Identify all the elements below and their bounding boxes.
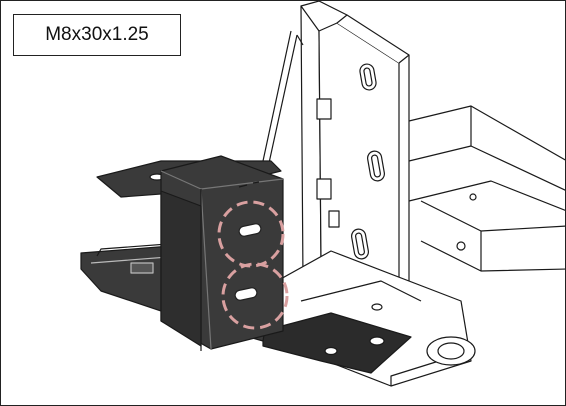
lower-bolt-hole-highlight (221, 262, 289, 330)
side-strut (262, 30, 304, 164)
receiver-tube (408, 105, 565, 272)
upper-bolt-hole-highlight (217, 200, 285, 268)
tie-plate (262, 312, 412, 374)
bolt-spec-text: M8x30x1.25 (45, 24, 149, 45)
bolt-spec-label: M8x30x1.25 (13, 14, 181, 56)
mounting-bracket (160, 155, 284, 351)
